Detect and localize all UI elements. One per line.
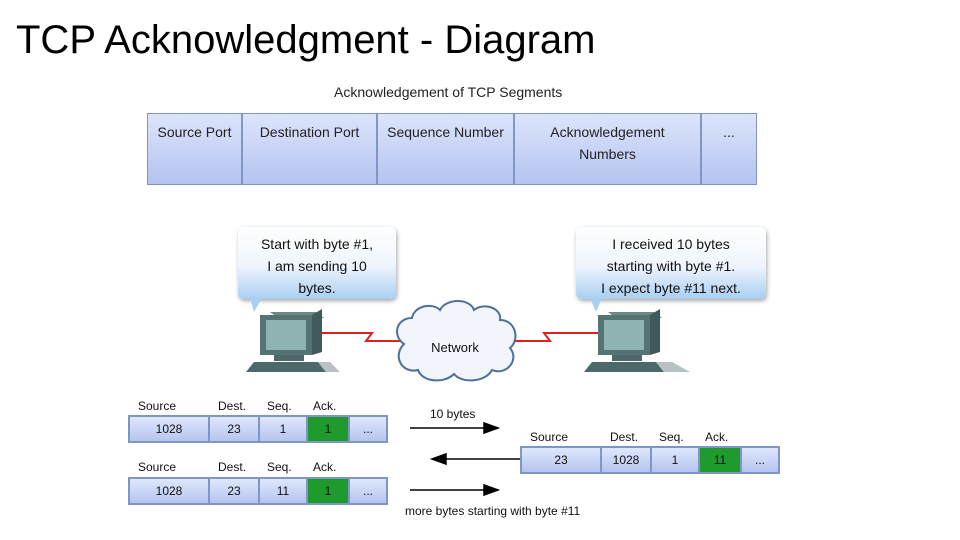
segment-ack: 11 (700, 448, 742, 472)
segment-label-dest: Dest. (218, 460, 247, 474)
bubble-line: I received 10 bytes (612, 236, 730, 252)
segment-source: 23 (522, 448, 602, 472)
segment-label-seq: Seq. (659, 430, 684, 444)
network-label: Network (431, 340, 479, 355)
header-field-destination-port: Destination Port (243, 114, 378, 184)
header-field-acknowledgement-numbers: Acknowledgement Numbers (515, 114, 702, 184)
arrow-third-right (410, 483, 501, 497)
segment-source: 1028 (130, 479, 210, 503)
arrow-first-label: 10 bytes (430, 407, 476, 421)
segment-label-seq: Seq. (267, 399, 292, 413)
header-field-label: ... (723, 124, 735, 140)
receiver-computer-icon (584, 309, 690, 372)
header-field-label: Source Port (157, 124, 232, 140)
segment-label-source: Source (530, 430, 569, 444)
arrow-third-label: more bytes starting with byte #11 (405, 504, 581, 518)
network-link-left (322, 332, 404, 342)
segment-ack: 1 (308, 417, 350, 441)
network-link-right (514, 332, 598, 342)
diagram-subtitle: Acknowledgement of TCP Segments (334, 84, 563, 100)
sender-bubble-tail (250, 298, 262, 312)
sender-speech-bubble: Start with byte #1, I am sending 10 byte… (238, 227, 396, 299)
header-field-label: Destination Port (259, 124, 360, 140)
segment-2: 23 1028 1 11 ... (520, 446, 780, 474)
segment-dest: 1028 (602, 448, 652, 472)
header-field-source-port: Source Port (148, 114, 243, 184)
segment-label-dest: Dest. (610, 430, 639, 444)
segment-seq: 11 (260, 479, 308, 503)
bubble-line: starting with byte #1. (606, 258, 736, 274)
segment-label-dest: Dest. (218, 399, 247, 413)
segment-label-source: Source (138, 460, 177, 474)
receiver-bubble-tail (590, 298, 602, 312)
network-cloud-icon (396, 300, 517, 382)
segment-dest: 23 (210, 479, 260, 503)
segment-label-ack: Ack. (313, 399, 337, 413)
segment-3: 1028 23 11 1 ... (128, 477, 388, 505)
bubble-line: bytes. (298, 280, 336, 296)
segment-seq: 1 (260, 417, 308, 441)
segment-more: ... (742, 448, 778, 472)
header-field-sequence-number: Sequence Number (378, 114, 515, 184)
segment-label-ack: Ack. (313, 460, 337, 474)
segment-1: 1028 23 1 1 ... (128, 415, 388, 443)
arrow-first-right (410, 421, 501, 435)
header-field-label: Sequence Number (387, 124, 504, 140)
header-field-more: ... (702, 114, 756, 184)
segment-label-source: Source (138, 399, 177, 413)
receiver-speech-bubble: I received 10 bytes starting with byte #… (576, 227, 766, 299)
segment-label-ack: Ack. (705, 430, 729, 444)
segment-dest: 23 (210, 417, 260, 441)
segment-ack: 1 (308, 479, 350, 503)
segment-more: ... (350, 479, 386, 503)
header-field-label-line2: Numbers (579, 146, 636, 162)
bubble-line: I expect byte #11 next. (601, 280, 741, 296)
page-title: TCP Acknowledgment - Diagram (16, 18, 596, 62)
bubble-line: I am sending 10 (267, 258, 367, 274)
segment-label-seq: Seq. (267, 460, 292, 474)
arrow-ack-left (429, 452, 520, 466)
bubble-line: Start with byte #1, (260, 236, 374, 252)
header-field-label: Acknowledgement (550, 124, 665, 140)
segment-source: 1028 (130, 417, 210, 441)
sender-computer-icon (246, 309, 340, 372)
tcp-header-table: Source Port Destination Port Sequence Nu… (147, 113, 757, 185)
segment-seq: 1 (652, 448, 700, 472)
segment-more: ... (350, 417, 386, 441)
